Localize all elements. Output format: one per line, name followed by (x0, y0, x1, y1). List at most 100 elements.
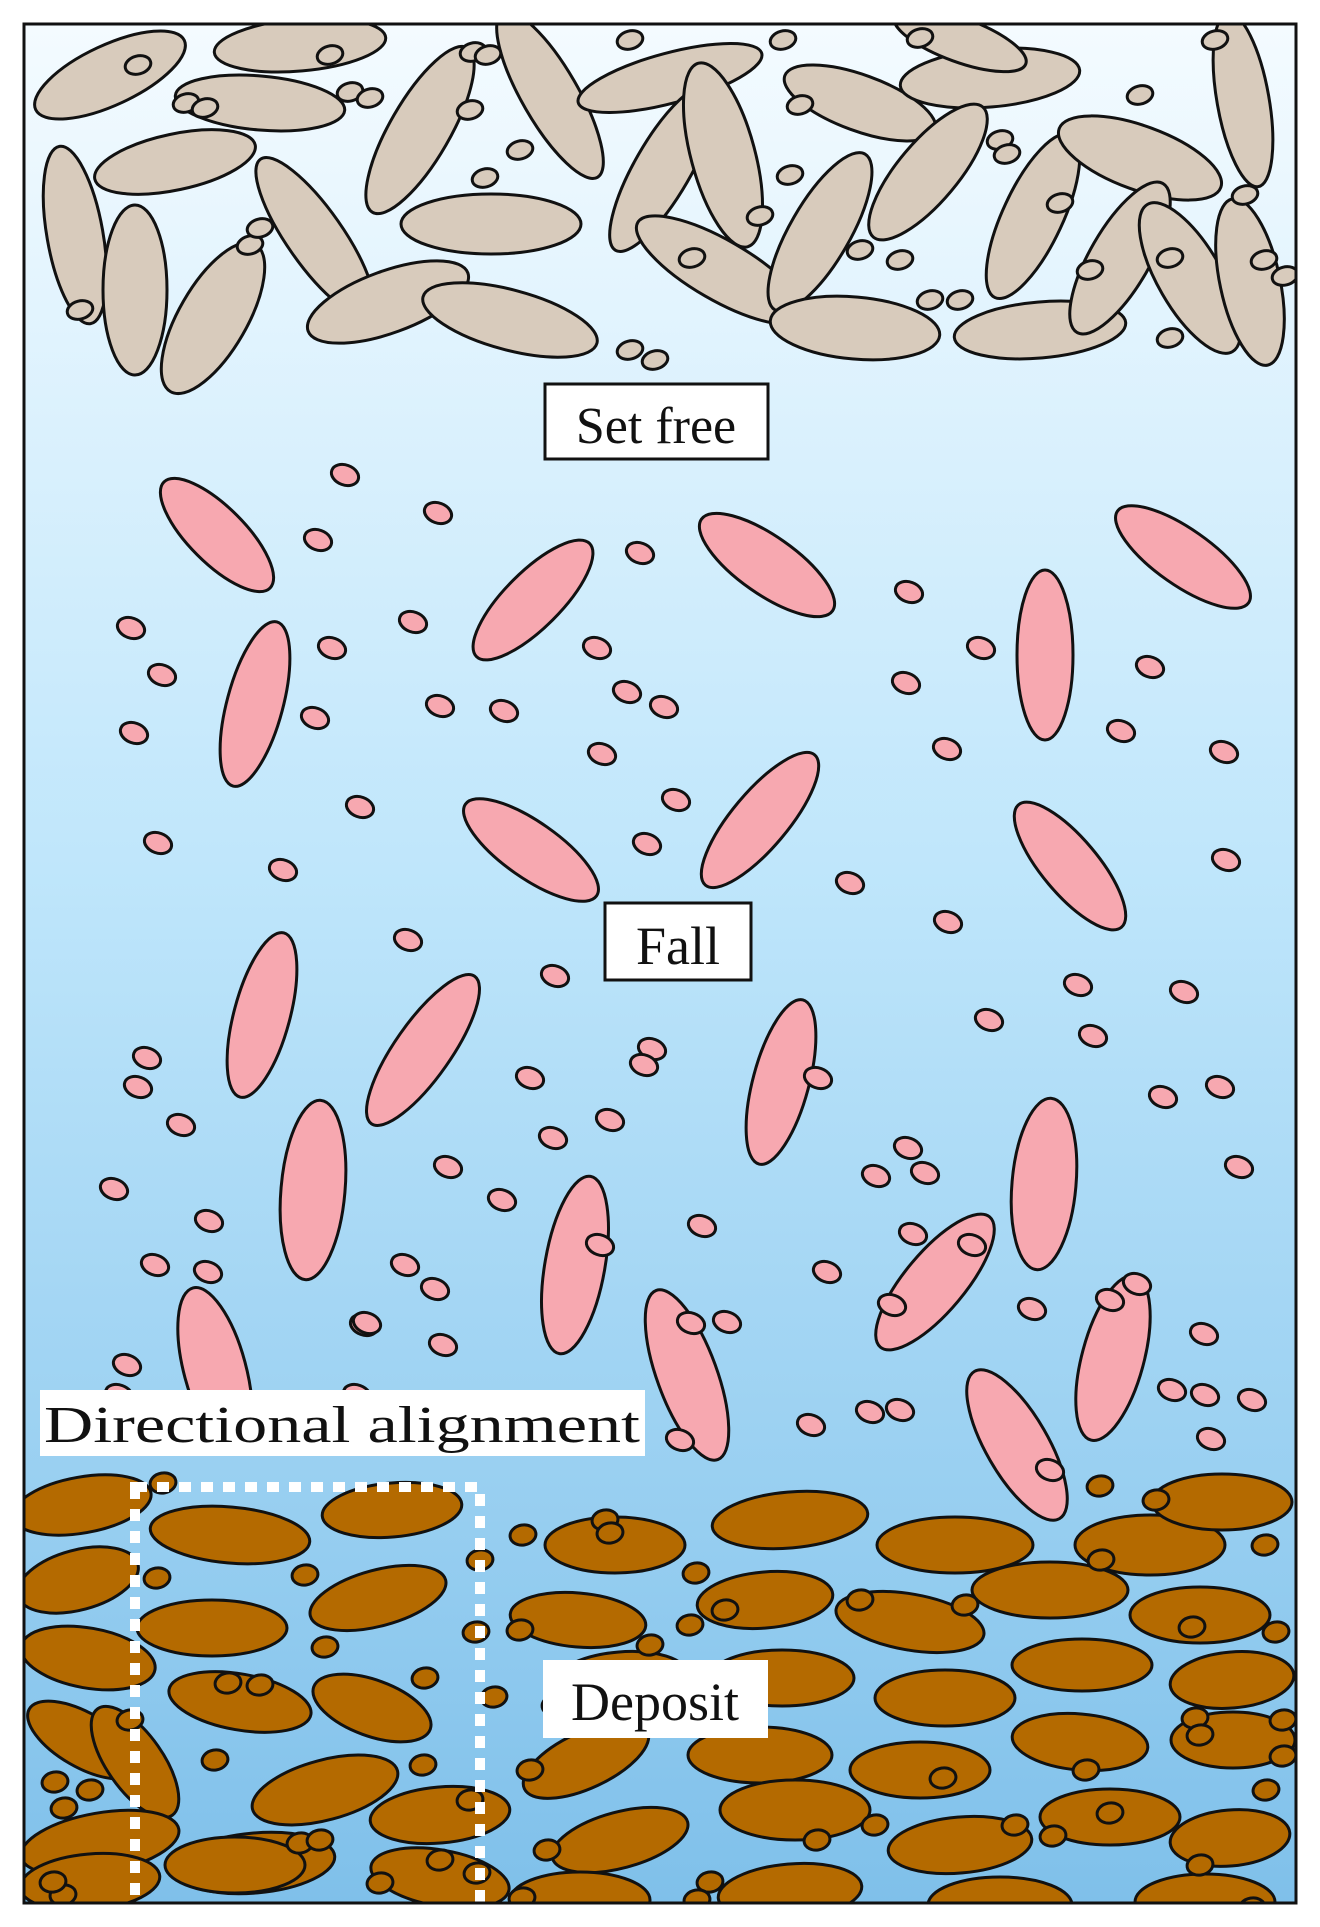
falling-grain-small (660, 787, 692, 813)
falling-grain-small (1208, 739, 1240, 765)
loose-grain-small (640, 349, 670, 371)
loose-grain (93, 128, 257, 196)
deposit-grain (1168, 1808, 1292, 1868)
deposit-grain (710, 1489, 870, 1551)
falling-grain-small (427, 1332, 459, 1358)
deposit-grain (1010, 1637, 1154, 1693)
deposit-grain-small (928, 1766, 958, 1790)
deposit-grain-small (1185, 1853, 1215, 1877)
deposit-grain-small (675, 1613, 705, 1637)
deposit-grain-small (425, 1848, 455, 1872)
falling-grain-small (675, 1310, 707, 1336)
deposit-grain-small (200, 1748, 230, 1772)
falling-grain (1009, 1096, 1079, 1272)
deposit-grain-small (505, 1618, 535, 1642)
deposit-grain (873, 1668, 1017, 1728)
deposit-grain (508, 1590, 648, 1650)
falling-grain (1012, 800, 1128, 932)
deposit-grain-small (365, 1871, 395, 1895)
loose-grain-small (235, 234, 265, 256)
falling-grain-small (267, 857, 299, 883)
falling-grain-small (329, 462, 361, 488)
deposit-grain (886, 1814, 1034, 1876)
loose-grain-small (945, 289, 975, 311)
deposit-grain-small (213, 1671, 243, 1695)
deposited-sediment-layer (24, 1471, 1296, 1903)
loose-grain (101, 203, 169, 377)
deposit-grain-small (1177, 1615, 1207, 1639)
falling-grain-small (1016, 1296, 1048, 1322)
falling-grain-small (1147, 1084, 1179, 1110)
loose-grain-small (245, 217, 275, 239)
deposit-grain-small (1095, 1801, 1125, 1825)
deposit-grain (167, 1670, 313, 1734)
falling-grain-small (802, 1065, 834, 1091)
deposit-grain-small (1261, 1620, 1291, 1644)
loose-grain-small (473, 44, 503, 66)
deposit-grain (250, 1753, 400, 1827)
loose-grain (399, 192, 583, 256)
deposit-grain (970, 1560, 1130, 1620)
label-directional-alignment-text: Directional alignment (44, 1397, 641, 1454)
falling-grain-small (1156, 1377, 1188, 1403)
deposit-grain-small (245, 1673, 275, 1697)
loose-grain (212, 24, 388, 74)
falling-grain-small (192, 1259, 224, 1285)
deposit-grain-small (75, 1778, 105, 1802)
falling-grain-small (539, 963, 571, 989)
loose-grain-small (775, 164, 805, 186)
deposit-grain-small (950, 1593, 980, 1617)
falling-grain-small (884, 1397, 916, 1423)
loose-grain (305, 259, 471, 345)
falling-grain-small (1236, 1387, 1268, 1413)
loose-grain (41, 144, 109, 326)
falling-grain-small (811, 1259, 843, 1285)
falling-grain-small (131, 1045, 163, 1071)
falling-grain-small (111, 1352, 143, 1378)
falling-grain-small (897, 1221, 929, 1247)
falling-grain-small (1094, 1287, 1126, 1313)
loose-grain-small (1125, 84, 1155, 106)
falling-grain-small (1121, 1271, 1153, 1297)
falling-grain-small (422, 500, 454, 526)
loose-grain-small (1155, 327, 1185, 349)
label-set-free-text: Set free (576, 398, 736, 455)
deposit-grain-small (681, 1561, 711, 1585)
deposit-grain-small (1038, 1824, 1068, 1848)
deposit-grain-small (802, 1828, 832, 1852)
deposit-grain (24, 1473, 153, 1537)
falling-grain-small (860, 1163, 892, 1189)
label-fall: Fall (603, 901, 753, 982)
deposit-grain (163, 1835, 307, 1895)
deposit-grain-small (142, 1566, 172, 1590)
falling-grain (744, 998, 818, 1166)
falling-grain (697, 511, 837, 619)
deposit-grain-small (532, 1838, 562, 1862)
falling-grain-small (118, 720, 150, 746)
loose-grain-small (615, 29, 645, 51)
deposit-grain-small (1250, 1533, 1280, 1557)
loose-grain-small (1230, 184, 1260, 206)
falling-grain-small (611, 679, 643, 705)
falling-grain-small (876, 1292, 908, 1318)
falling-grain-small (146, 662, 178, 688)
falling-grain-small (1223, 1154, 1255, 1180)
deposit-grain (716, 1861, 864, 1903)
falling-grain-small (1210, 847, 1242, 873)
falling-grain-small (628, 1052, 660, 1078)
deposit-grain-small (305, 1828, 335, 1852)
deposit-grain-small (38, 1870, 68, 1894)
deposit-grain (311, 1672, 433, 1744)
falling-grain-small (122, 1074, 154, 1100)
falling-grain-small (624, 540, 656, 566)
deposit-grain (320, 1480, 464, 1540)
falling-grain (365, 973, 481, 1127)
falling-grain-small (193, 1208, 225, 1234)
falling-grain-small (584, 1232, 616, 1258)
deposit-grain-small (290, 1563, 320, 1587)
deposit-grain (926, 1875, 1074, 1903)
loose-grain-small (992, 143, 1022, 165)
label-set-free: Set free (543, 382, 770, 461)
falling-grain-small (711, 1309, 743, 1335)
falling-grain (965, 1368, 1069, 1522)
